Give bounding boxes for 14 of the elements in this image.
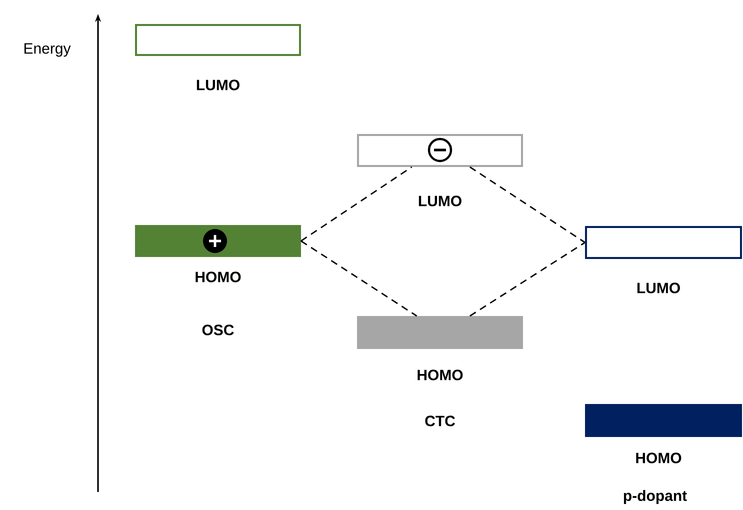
axis-label: Energy — [24, 43, 71, 57]
level-label: HOMO — [418, 370, 463, 380]
dashed-line — [470, 242, 586, 317]
level-label: HOMO — [196, 272, 241, 282]
dashed-line — [300, 166, 412, 242]
dashed-line — [470, 166, 586, 244]
level-label: LUMO — [637, 282, 680, 294]
group-label: CTC — [425, 416, 455, 426]
group-label: p-dopant — [624, 490, 687, 504]
group-label: OSC — [202, 324, 234, 336]
level-label: HOMO — [636, 452, 682, 464]
level-label: LUMO — [418, 196, 462, 206]
level-label: LUMO — [196, 80, 240, 90]
dashed-line — [300, 240, 418, 317]
